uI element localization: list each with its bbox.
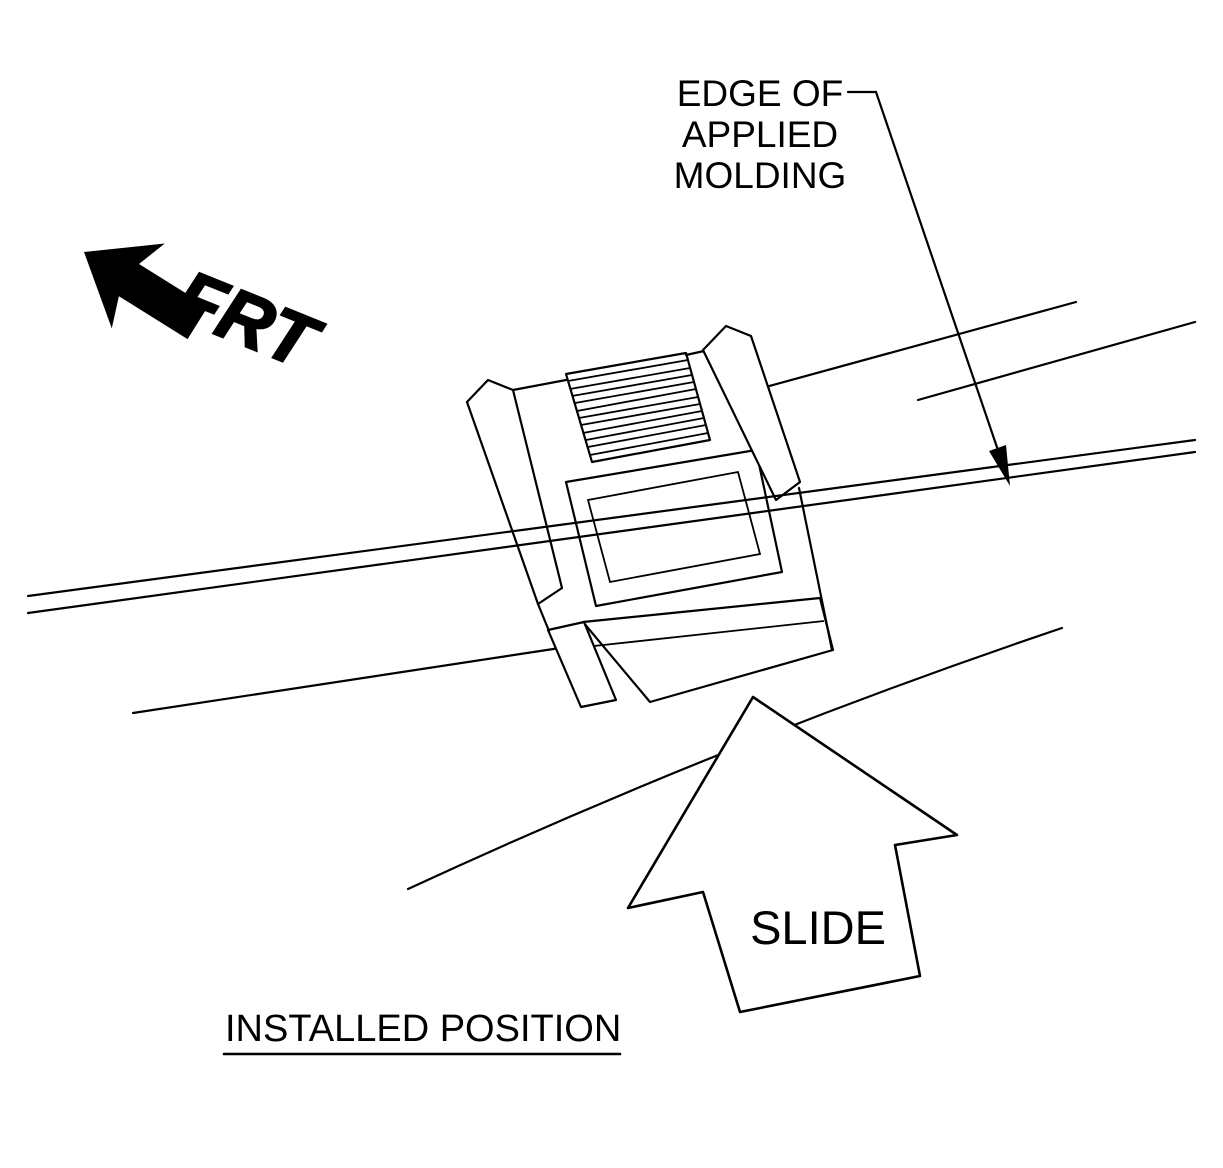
callout-text-line1: EDGE OF xyxy=(677,73,844,114)
callout-text-line2: APPLIED xyxy=(682,114,838,155)
slide-label: SLIDE xyxy=(750,901,886,954)
clip-top-left-edge xyxy=(511,378,568,392)
clip-window-outer xyxy=(564,448,784,608)
clip-left-edge xyxy=(536,602,551,633)
callout-leader-line xyxy=(846,90,1004,464)
clip-left-tab xyxy=(546,620,618,709)
frt-arrow-icon xyxy=(84,243,208,340)
panel-edge-line-lower xyxy=(916,320,1197,402)
molding-callout: EDGE OF APPLIED MOLDING xyxy=(674,73,1010,486)
molding-edge-line-bottom xyxy=(26,450,1197,615)
callout-text-line3: MOLDING xyxy=(674,155,847,196)
caption-group: INSTALLED POSITION xyxy=(222,1008,622,1056)
callout-arrowhead-icon xyxy=(989,445,1010,486)
slide-indicator: SLIDE xyxy=(626,695,959,1014)
clip-base-bar-edge xyxy=(593,620,825,647)
clip-left-flange xyxy=(465,378,564,606)
clip-right-edge xyxy=(797,486,834,652)
clip-window-inner xyxy=(586,470,762,584)
clip-rib-lines xyxy=(567,359,709,456)
slide-arrow-icon xyxy=(626,695,959,1014)
clip-top-right-edge xyxy=(684,349,706,357)
clip-right-flange xyxy=(701,324,802,502)
panel-lower-line xyxy=(131,646,562,715)
molding-clip xyxy=(465,324,835,709)
caption-text: INSTALLED POSITION xyxy=(225,1008,621,1050)
